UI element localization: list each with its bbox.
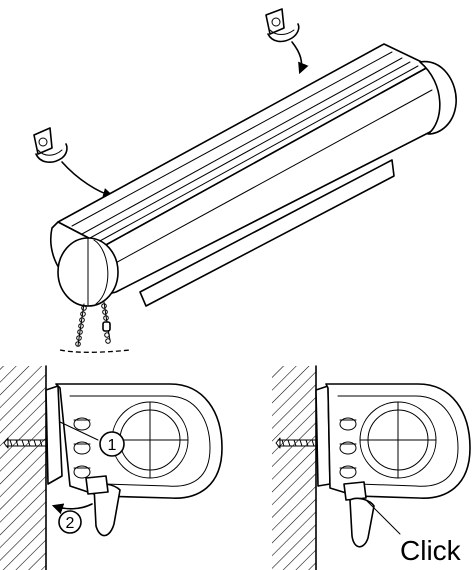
cassette-body [50,43,457,307]
clip-arrow-left [61,161,115,199]
bead-chain [59,301,131,353]
clip-arrow-right [291,41,309,75]
click-leader-line [365,499,401,535]
mounting-clip-right [265,8,300,43]
mounting-clip-left [33,127,68,163]
step-1-callout: 1 [59,421,125,457]
step-1-label: 1 [108,437,117,454]
detail-right: Click [272,365,471,570]
step-2-label: 2 [66,515,75,532]
rotate-arrow [51,503,93,515]
click-label: Click [400,535,462,566]
wall-right [272,366,316,570]
detail-left: 1 2 [0,365,223,570]
blind-assembly [33,8,457,353]
screw-icon [3,437,47,449]
step-2-callout: 2 [58,510,82,534]
wall-left [0,366,46,570]
screw-icon [275,437,319,449]
